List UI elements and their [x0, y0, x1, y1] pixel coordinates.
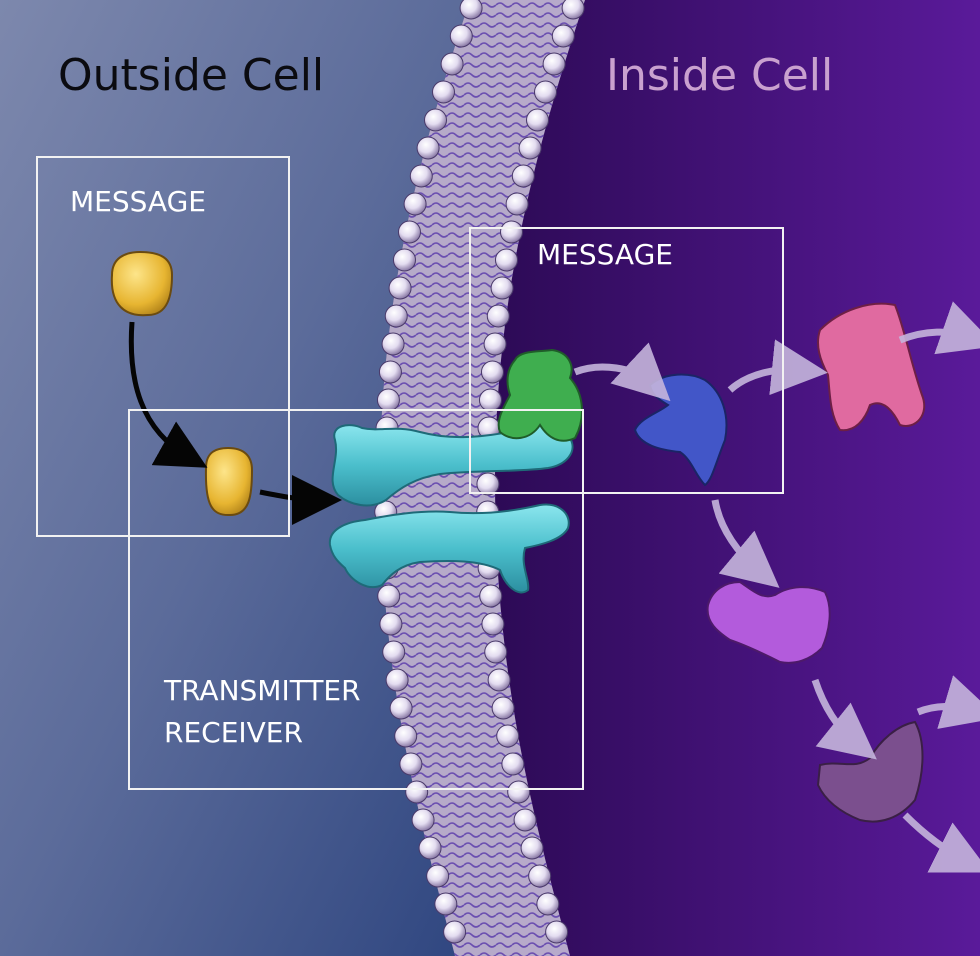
lipid-head	[426, 864, 450, 888]
signal-cascade-arrows	[573, 301, 980, 873]
inside-message-box	[469, 227, 784, 494]
lipid-head	[486, 304, 510, 328]
lipid-head	[389, 696, 413, 720]
lipid-head	[399, 752, 423, 776]
lipid-head	[478, 388, 502, 412]
lipid-head	[507, 780, 531, 804]
transmitter-receiver-box	[128, 409, 584, 790]
lipid-head	[424, 108, 447, 132]
lipid-head	[528, 864, 552, 888]
outside-cell-title: Outside Cell	[58, 50, 325, 101]
lipid-head	[533, 80, 557, 104]
lipid-head	[403, 192, 427, 216]
lipid-head	[490, 276, 514, 300]
message-label-outside: MESSAGE	[70, 185, 206, 218]
lipid-head	[561, 0, 585, 20]
lipid-head	[526, 108, 549, 132]
lipid-head	[494, 248, 518, 272]
lipid-head	[394, 724, 418, 748]
lipid-head	[431, 80, 455, 104]
lipid-head	[397, 220, 421, 244]
arrow-message-to-receptor-path	[128, 321, 208, 468]
lipid-head	[479, 584, 503, 608]
lipid-head	[411, 808, 435, 832]
receptor-protein	[328, 423, 574, 594]
lipid-head	[501, 752, 525, 776]
lipid-head	[481, 612, 505, 636]
lipid-head	[491, 696, 515, 720]
lipid-head	[381, 332, 405, 356]
lipid-head	[392, 248, 416, 272]
lipid-head	[520, 836, 544, 860]
lipid-head	[388, 276, 412, 300]
lipid-head	[551, 24, 575, 48]
lipid-head	[449, 24, 473, 48]
arrow-to-receptor	[259, 474, 342, 525]
lipid-head	[476, 472, 500, 496]
lipid-head	[496, 724, 520, 748]
lipid-head	[418, 836, 442, 860]
lipid-head	[542, 52, 566, 76]
lipid-head	[377, 584, 401, 608]
message-molecule-outside	[110, 250, 174, 317]
lipid-head	[379, 612, 403, 636]
lipid-head	[536, 892, 560, 916]
lipid-head	[384, 304, 408, 328]
membrane-inner-lipid-heads	[476, 0, 585, 944]
lipid-head	[385, 668, 409, 692]
message-molecule-docking	[204, 446, 254, 517]
lipid-head	[511, 164, 535, 188]
lipid-head	[434, 892, 458, 916]
lipid-head	[505, 192, 529, 216]
transmitter-label: TRANSMITTER	[164, 674, 361, 707]
lipid-head	[409, 164, 433, 188]
lipid-head	[513, 808, 537, 832]
lipid-head	[545, 920, 569, 944]
lipid-head	[459, 0, 483, 20]
lipid-head	[484, 640, 508, 664]
lipid-head	[440, 52, 464, 76]
lipid-head	[382, 640, 406, 664]
receiver-label: RECEIVER	[164, 716, 303, 749]
membrane-outer-lipid-heads	[374, 0, 483, 944]
lipid-head	[378, 360, 402, 384]
green-molecule	[497, 348, 583, 442]
lipid-head	[487, 668, 511, 692]
blue-molecule	[633, 373, 728, 487]
lipid-head	[443, 920, 467, 944]
lipid-head	[376, 388, 400, 412]
lipid-head	[499, 220, 523, 244]
outside-message-box	[36, 156, 290, 537]
lipid-head	[518, 136, 542, 160]
message-label-inside: MESSAGE	[537, 238, 673, 271]
lipid-head	[416, 136, 440, 160]
lipid-head	[483, 332, 507, 356]
inside-cell-title: Inside Cell	[606, 50, 834, 101]
lipid-head	[405, 780, 429, 804]
pink-molecule	[817, 302, 926, 432]
lipid-head	[480, 360, 504, 384]
